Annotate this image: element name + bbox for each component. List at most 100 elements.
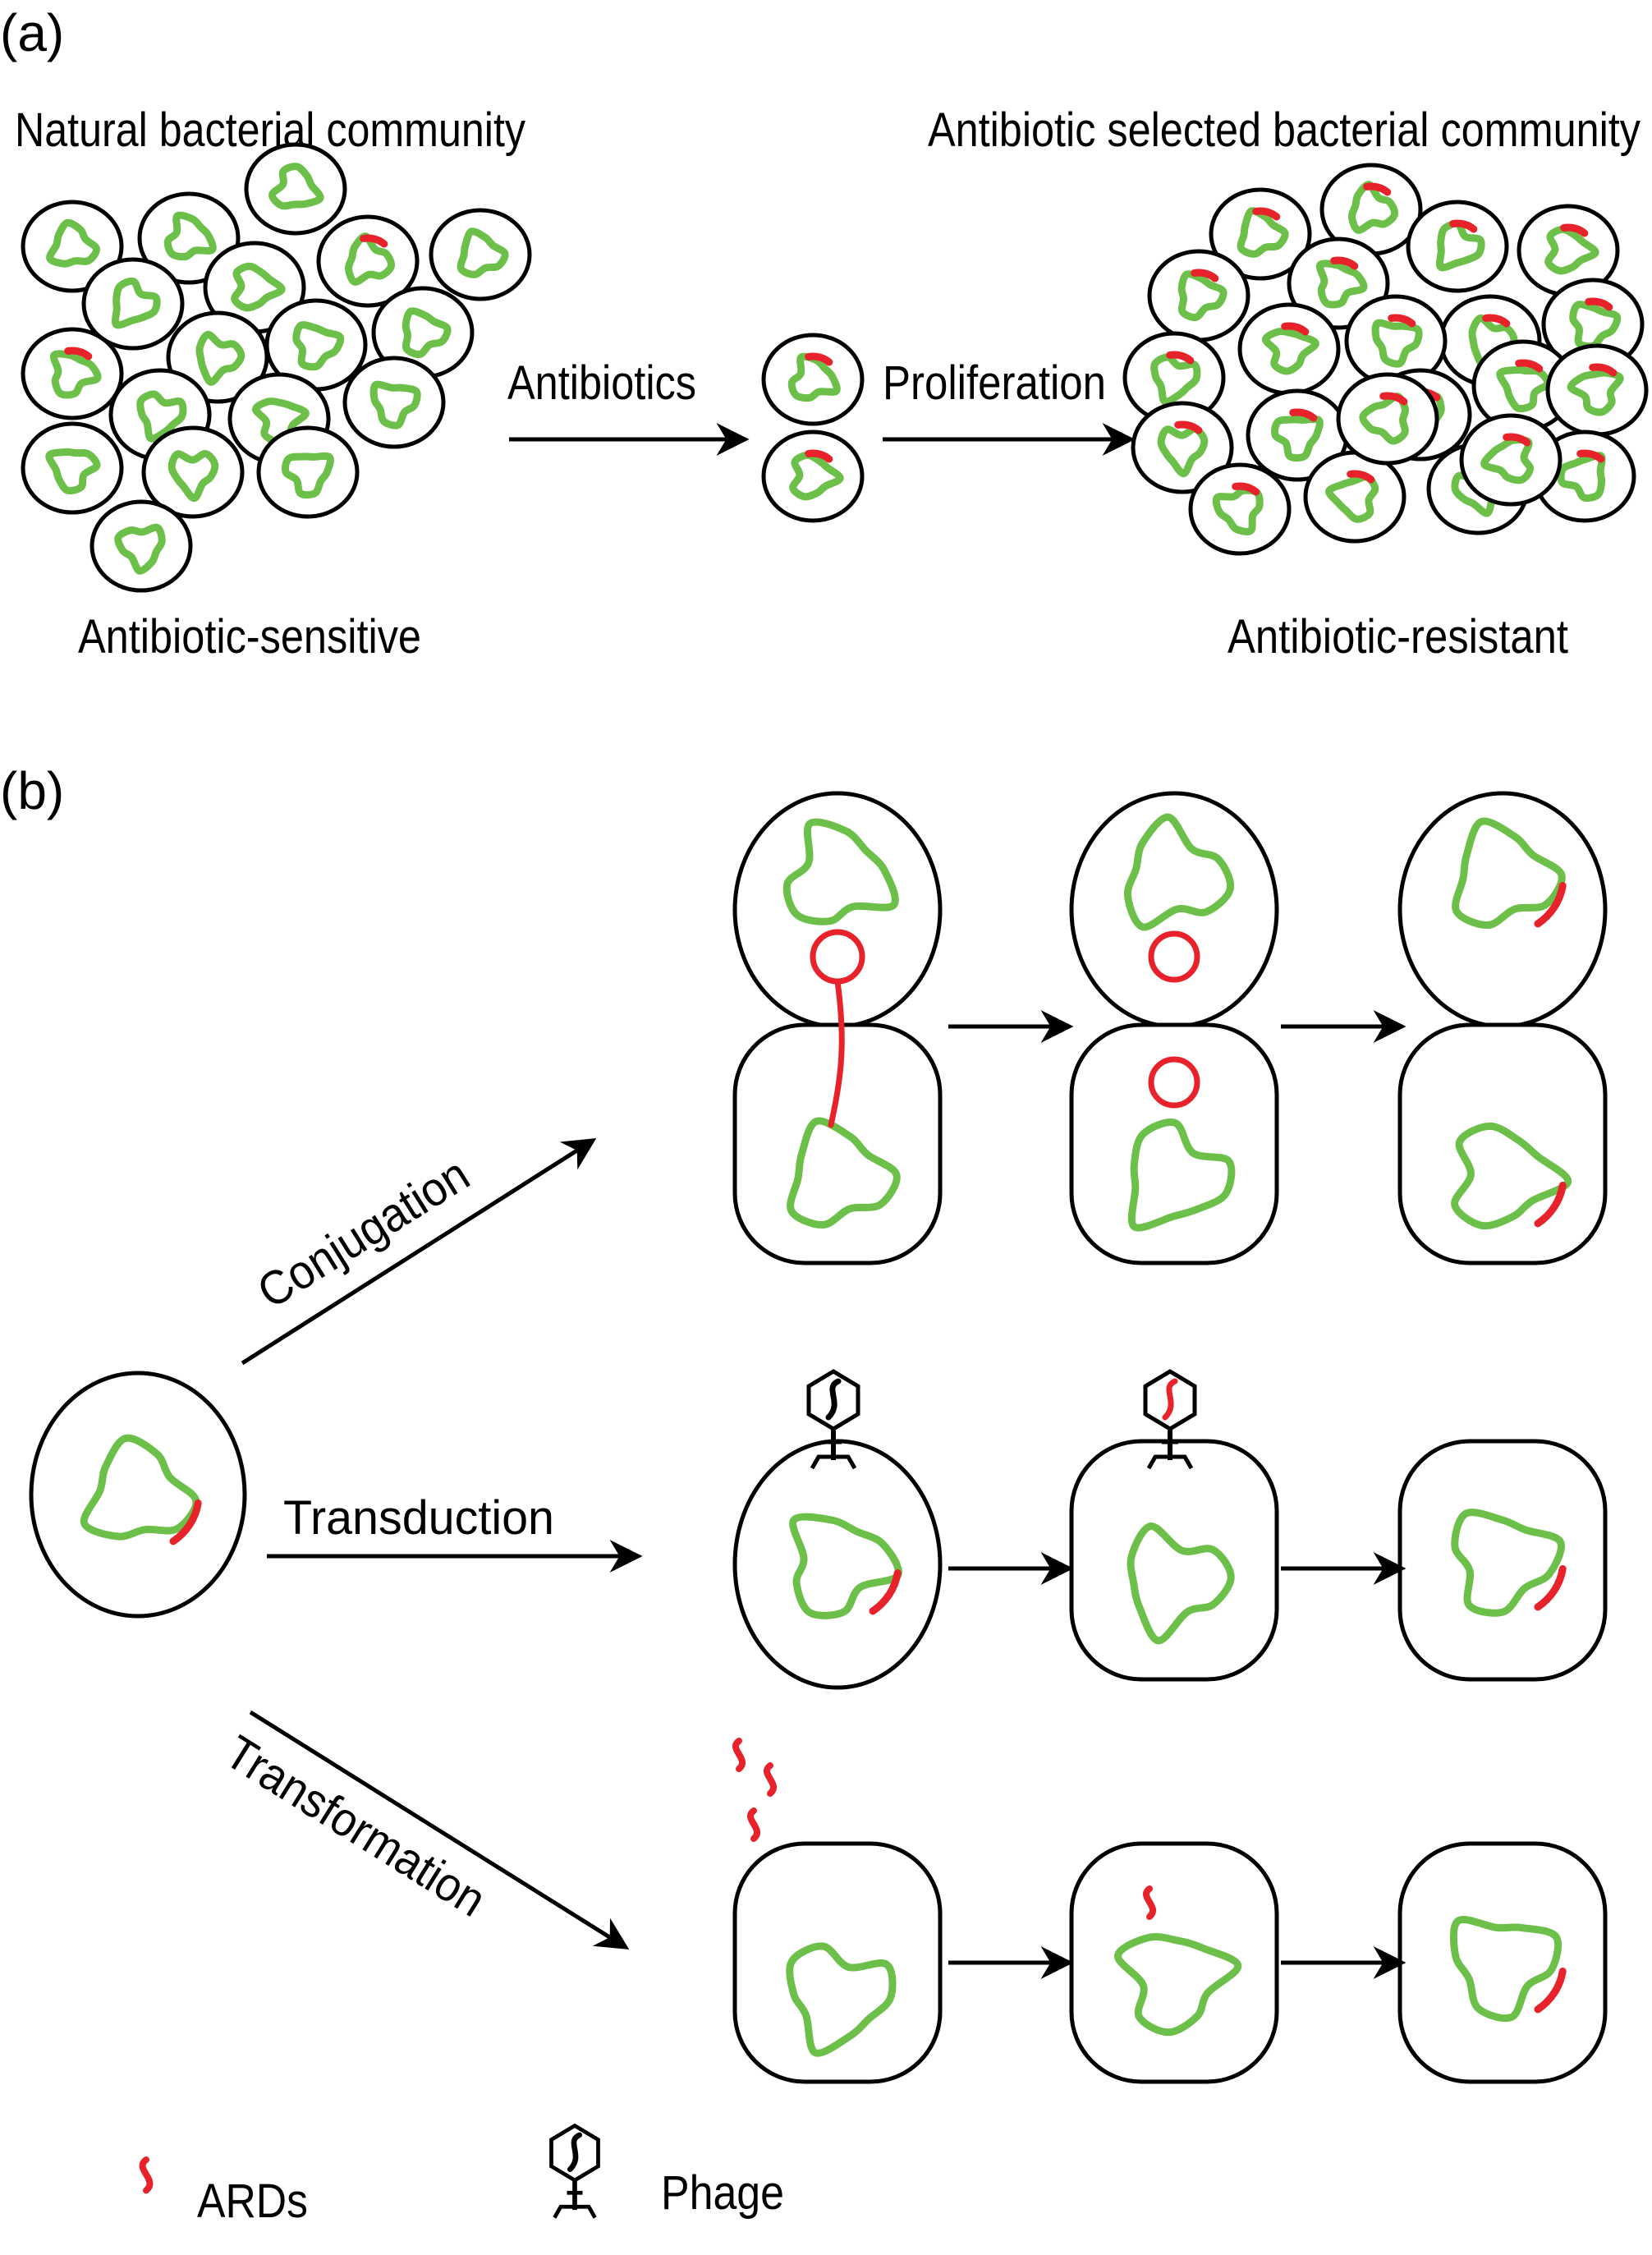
- transduction-step-2-cell: [1069, 1439, 1279, 1682]
- antibiotics-label: Antibiotics: [507, 356, 696, 410]
- legend-ard-icon: [139, 2156, 154, 2194]
- cell-wall: [29, 1371, 247, 1619]
- resistance-gene: [1585, 297, 1613, 311]
- chromosome: [45, 448, 101, 495]
- chromosome: [1261, 328, 1319, 375]
- resistant-cell: [1336, 372, 1439, 466]
- chromosome: [1123, 813, 1235, 931]
- chromosome: [163, 211, 217, 261]
- transduction-step-3-cell: [1397, 1439, 1608, 1682]
- cell-wall: [316, 214, 420, 308]
- phage-legs: [553, 2204, 597, 2219]
- resistance-gene: [1576, 449, 1605, 463]
- transformation-arrow: [249, 1710, 630, 1950]
- chromosome: [1371, 319, 1423, 368]
- resistant-cell: [1319, 163, 1423, 256]
- transformation-step-3-cell: [1397, 1841, 1608, 2084]
- cell-wall: [1069, 1022, 1279, 1265]
- chromosome: [80, 1434, 200, 1541]
- cell-wall: [1209, 187, 1312, 281]
- chromosome: [1480, 436, 1535, 485]
- chromosome: [195, 330, 246, 386]
- conjugation-arrow: [241, 1137, 597, 1366]
- resistant-cell: [1209, 187, 1312, 281]
- plasmid-transfer-strand: [828, 978, 845, 1128]
- phage-with-ard: [1143, 1369, 1197, 1470]
- resistance-gene: [1281, 322, 1310, 336]
- resistant-cell: [1246, 388, 1349, 482]
- conj-step-3-bottom-cell: [1397, 1022, 1608, 1265]
- cell-wall: [1188, 462, 1292, 556]
- bacterial-cell: [89, 499, 193, 593]
- transformation-step-2-cell: [1069, 1841, 1279, 2084]
- chromosome: [1569, 301, 1622, 351]
- resistance-gene: [64, 347, 93, 361]
- chromosome: [281, 452, 334, 499]
- panel-a-label: (a): [0, 3, 64, 62]
- phage-dna: [825, 1378, 842, 1421]
- chromosome: [49, 350, 102, 399]
- chromosome: [787, 1117, 901, 1229]
- sensitive-caption: Antibiotic-sensitive: [78, 610, 421, 664]
- transformation-label: Transformation: [216, 1725, 495, 1927]
- resistance-gene: [1534, 1968, 1567, 2014]
- cell-wall: [1303, 450, 1406, 544]
- chromosome: [1451, 1122, 1572, 1230]
- conj-step-2-bottom-cell: [1069, 1022, 1279, 1265]
- phage-attached: [806, 1369, 860, 1470]
- resistance-gene: [1560, 223, 1589, 237]
- bacterial-cell: [256, 425, 360, 519]
- cell-wall: [141, 425, 245, 519]
- chromosome: [1270, 415, 1324, 462]
- chromosome: [1567, 369, 1624, 416]
- phage-dna: [1162, 1378, 1178, 1421]
- bacterial-cell: [429, 208, 532, 301]
- chromosome: [1544, 225, 1599, 275]
- conj-step-1-top-cell: [732, 791, 943, 1029]
- sensitive-cell-cluster: [21, 142, 532, 593]
- surviving-cell: [761, 429, 865, 523]
- resistance-gene: [805, 352, 833, 366]
- resistance-gene: [1534, 882, 1567, 928]
- transduction-step-1-cell: [732, 1439, 943, 1690]
- free-ard: [732, 1738, 746, 1772]
- natural-community-title: Natural bacterial community: [15, 103, 525, 157]
- chromosome: [114, 523, 166, 575]
- bacterial-cell: [21, 200, 124, 293]
- cell-wall: [89, 499, 193, 593]
- cell-wall: [761, 429, 865, 523]
- chromosome: [1325, 473, 1379, 523]
- cell-wall: [1397, 1439, 1608, 1682]
- proliferation-label: Proliferation: [883, 356, 1106, 410]
- chromosome: [292, 321, 345, 371]
- resistant-cell: [1406, 200, 1509, 293]
- transduction-row: [732, 1369, 1608, 1690]
- chromosome: [782, 818, 899, 925]
- chromosome: [167, 450, 219, 503]
- resistant-cell: [1303, 450, 1406, 544]
- resistant-cell-cluster: [1122, 163, 1649, 556]
- resistant-cell: [1545, 343, 1649, 437]
- donor-cell: [29, 1371, 247, 1619]
- chromosome: [1157, 425, 1209, 478]
- bacterial-cell: [342, 356, 446, 449]
- legend-ards-label: ARDs: [197, 2175, 308, 2228]
- resistance-gene: [169, 1500, 202, 1545]
- chromosome: [457, 227, 509, 278]
- resistance-gene: [360, 234, 388, 248]
- chromosome: [787, 352, 841, 402]
- bacterial-cell: [81, 257, 185, 351]
- resistant-cell: [1344, 294, 1448, 388]
- phage-legs: [810, 1454, 857, 1470]
- panel-b-label: (b): [0, 761, 64, 820]
- transformation-row: [732, 1738, 1608, 2084]
- plasmid: [1148, 1056, 1200, 1109]
- resistance-gene: [1191, 269, 1219, 282]
- chromosome: [1127, 1522, 1235, 1645]
- chromosome: [1212, 486, 1264, 535]
- resistance-gene: [805, 449, 833, 463]
- free-ard: [764, 1762, 777, 1797]
- plasmid: [1148, 930, 1200, 983]
- cell-wall: [1397, 1841, 1608, 2084]
